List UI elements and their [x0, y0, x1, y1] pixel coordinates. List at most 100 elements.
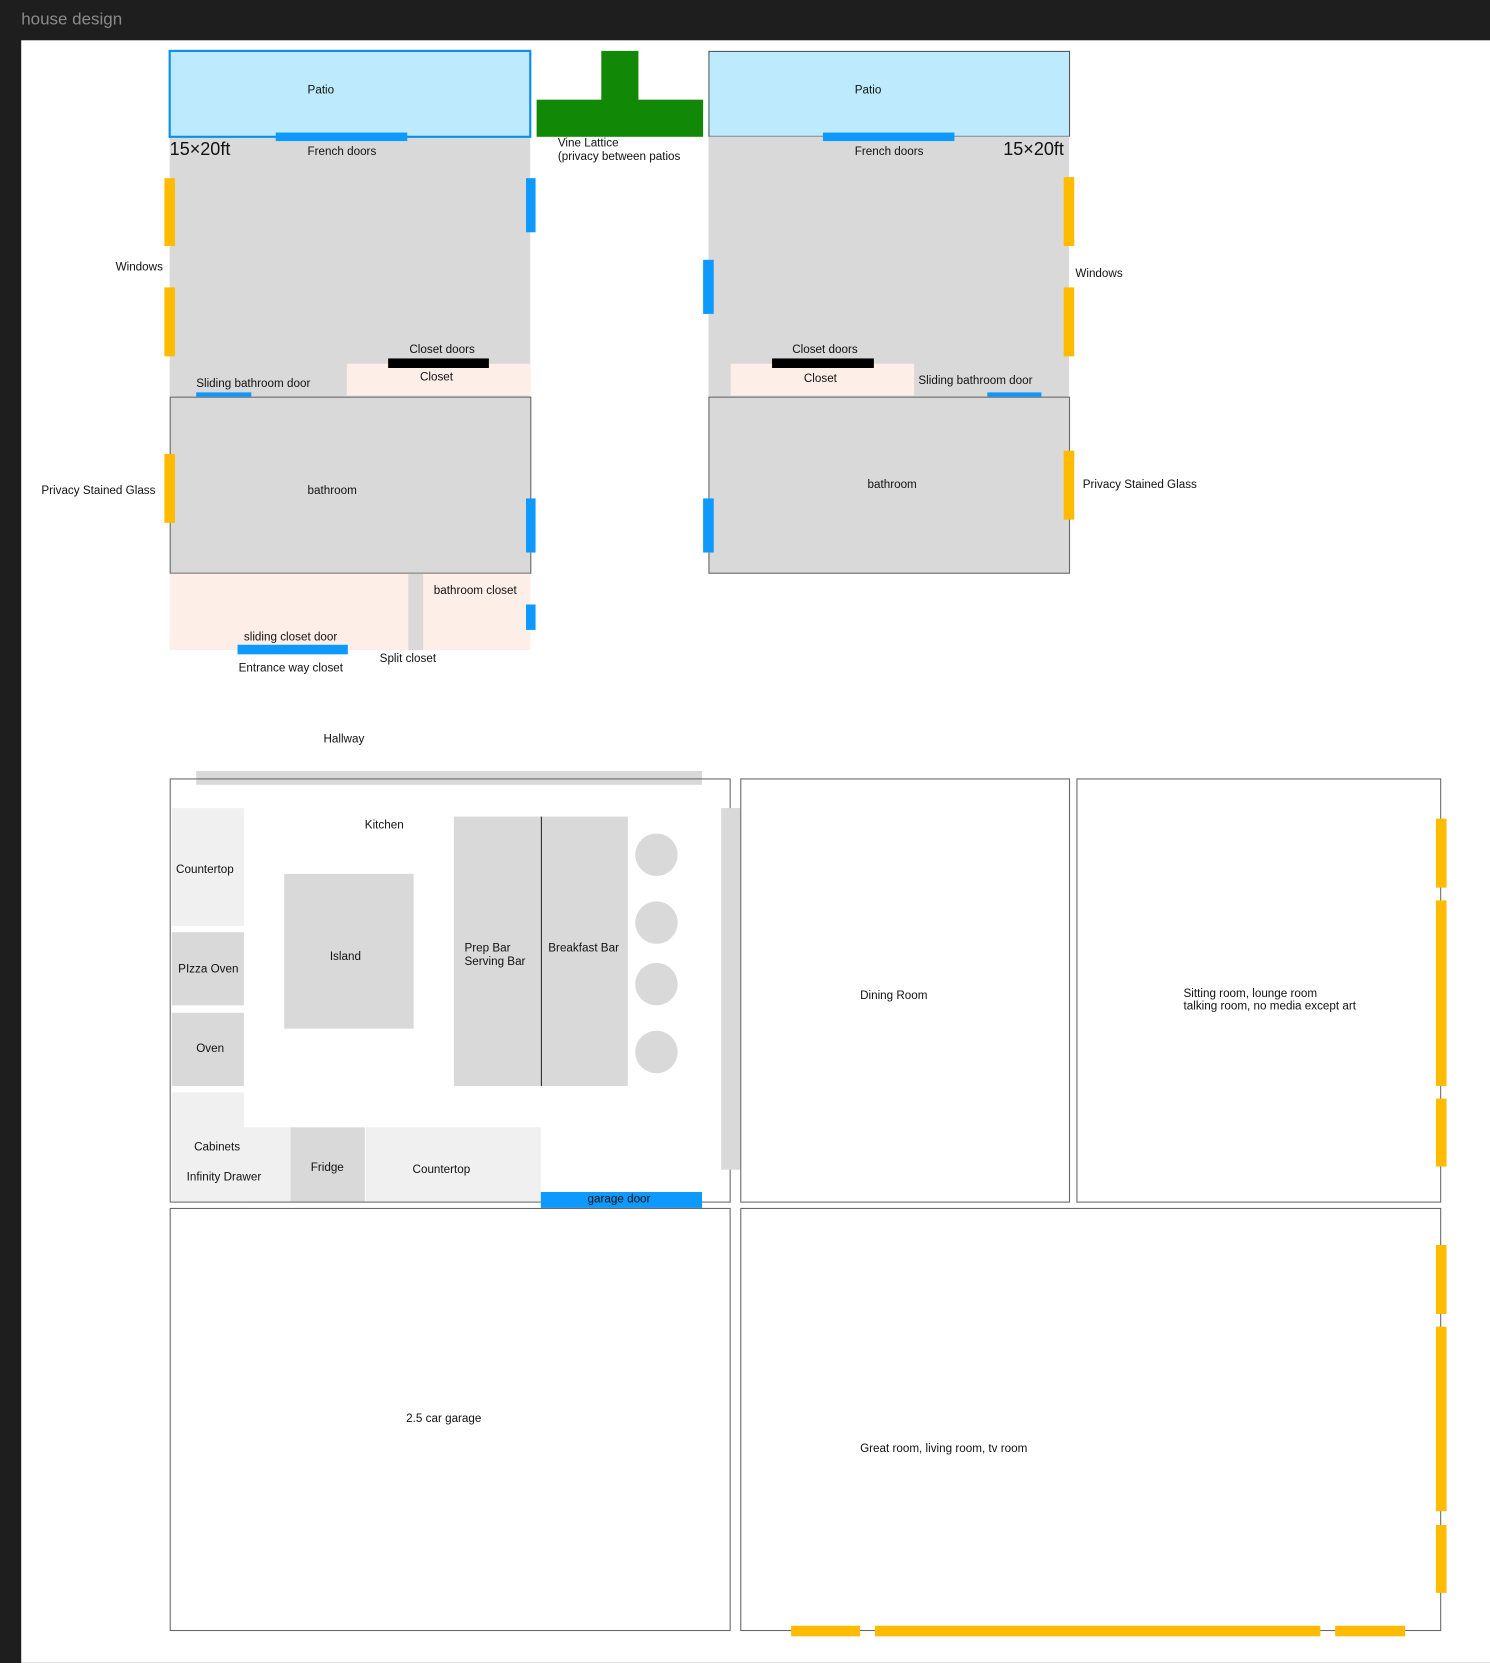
- great-window-bottom-2[interactable]: [874, 1625, 1321, 1637]
- right-closet-doors[interactable]: [772, 358, 874, 368]
- bathroom-closet-door[interactable]: [526, 604, 536, 630]
- great-room[interactable]: [740, 1207, 1442, 1632]
- split-closet-label: Split closet: [379, 652, 437, 665]
- sliding-closet-door[interactable]: [237, 644, 348, 655]
- left-windows-label: Windows: [115, 260, 163, 274]
- bar-stool[interactable]: [635, 901, 678, 944]
- lattice-label-2: (privacy between patios: [557, 150, 681, 164]
- countertop-left[interactable]: [171, 808, 244, 926]
- countertop-bottom[interactable]: [365, 1127, 541, 1202]
- garage-door-label: garage door: [587, 1193, 651, 1206]
- infinity-drawer-label: Infinity Drawer: [186, 1170, 262, 1184]
- pizza-oven-label: PIzza Oven: [178, 962, 239, 976]
- left-closet-label: Closet: [419, 371, 454, 384]
- sitting-window-2[interactable]: [1435, 900, 1447, 1086]
- left-bathroom[interactable]: [169, 396, 532, 574]
- sitting-room-label-2: talking room, no media except art: [1183, 1000, 1356, 1013]
- garage[interactable]: [169, 1207, 731, 1632]
- sliding-closet-door-label: sliding closet door: [243, 630, 338, 644]
- fridge[interactable]: [290, 1127, 365, 1202]
- cabinets-upper[interactable]: [171, 1092, 244, 1202]
- cabinets-label: Cabinets: [194, 1141, 241, 1154]
- fridge-label: Fridge: [310, 1161, 344, 1174]
- sitting-window-1[interactable]: [1435, 818, 1447, 888]
- right-closet-doors-label: Closet doors: [792, 343, 858, 357]
- left-bedroom[interactable]: [169, 136, 531, 397]
- right-bathroom[interactable]: [708, 396, 1071, 574]
- great-window-right-3[interactable]: [1435, 1524, 1447, 1593]
- great-window-right-1[interactable]: [1435, 1245, 1447, 1314]
- bathroom-closet-label: bathroom closet: [433, 584, 517, 598]
- right-closet-label: Closet: [803, 372, 837, 385]
- great-window-bottom-3[interactable]: [1335, 1625, 1406, 1637]
- right-closet[interactable]: [730, 363, 915, 396]
- bar-stool[interactable]: [635, 962, 678, 1006]
- right-patio-label: Patio: [854, 83, 882, 97]
- hallway-wall[interactable]: [196, 770, 703, 785]
- pizza-oven[interactable]: [171, 932, 244, 1006]
- left-french-doors[interactable]: [275, 132, 408, 142]
- oven[interactable]: [171, 1012, 244, 1086]
- right-bedroom[interactable]: [708, 136, 1069, 397]
- prep-bar-label: Prep Bar: [464, 941, 511, 955]
- breakfast-bar-label: Breakfast Bar: [548, 941, 619, 955]
- bar-stool[interactable]: [635, 1030, 678, 1074]
- great-room-label: Great room, living room, tv room: [860, 1442, 1028, 1456]
- left-patio-label: Patio: [307, 83, 335, 97]
- left-closet[interactable]: [346, 363, 531, 396]
- island[interactable]: [284, 873, 414, 1029]
- bar-stool[interactable]: [635, 833, 678, 876]
- left-french-doors-label: French doors: [307, 145, 377, 159]
- serving-bar-label: Serving Bar: [464, 955, 526, 969]
- right-patio[interactable]: [708, 50, 1071, 137]
- right-bathroom-label: bathroom: [867, 478, 917, 492]
- garage-door[interactable]: [540, 1192, 703, 1208]
- right-windows-label: Windows: [1075, 267, 1123, 280]
- bar-divider: [540, 816, 542, 1086]
- great-window-right-2[interactable]: [1435, 1326, 1447, 1512]
- countertop-bottom-label: Countertop: [412, 1163, 471, 1177]
- breakfast-bar[interactable]: [541, 816, 628, 1086]
- sitting-window-3[interactable]: [1435, 1098, 1447, 1167]
- right-sliding-bathroom-door-label: Sliding bathroom door: [918, 374, 1033, 388]
- garage-label: 2.5 car garage: [406, 1412, 482, 1426]
- app-title: house design: [21, 10, 123, 29]
- right-privacy-glass-label: Privacy Stained Glass: [1082, 478, 1197, 492]
- countertop-left-label: Countertop: [176, 863, 234, 876]
- vine-lattice-stem[interactable]: [601, 50, 639, 101]
- left-sliding-bathroom-door-label: Sliding bathroom door: [196, 377, 311, 391]
- dining-room[interactable]: [740, 778, 1071, 1203]
- hallway-label: Hallway: [323, 732, 365, 746]
- left-bedroom-door[interactable]: [526, 178, 536, 233]
- entrance-closet[interactable]: [169, 573, 531, 651]
- vine-lattice-bar[interactable]: [536, 99, 704, 137]
- left-size-label: 15×20ft: [169, 138, 231, 160]
- right-window-1[interactable]: [1063, 177, 1075, 247]
- right-privacy-glass[interactable]: [1063, 450, 1075, 520]
- left-closet-doors[interactable]: [388, 358, 489, 368]
- left-bathroom-label: bathroom: [307, 484, 357, 498]
- right-window-2[interactable]: [1063, 287, 1075, 357]
- left-window-2[interactable]: [164, 287, 175, 357]
- island-label: Island: [329, 950, 361, 963]
- right-bathroom-door[interactable]: [703, 498, 714, 553]
- cabinets[interactable]: [242, 1127, 291, 1202]
- entrance-closet-label: Entrance way closet: [238, 661, 344, 675]
- kitchen-label: Kitchen: [364, 818, 404, 832]
- prep-bar[interactable]: [453, 816, 541, 1086]
- split-closet-divider: [408, 573, 424, 651]
- right-french-doors-label: French doors: [854, 145, 924, 159]
- left-window-1[interactable]: [164, 178, 175, 247]
- kitchen-partition[interactable]: [721, 808, 741, 1170]
- left-patio[interactable]: [168, 49, 532, 138]
- oven-label: Oven: [196, 1042, 225, 1056]
- left-bathroom-door[interactable]: [526, 498, 536, 553]
- great-window-bottom-1[interactable]: [791, 1625, 861, 1637]
- right-size-label: 15×20ft: [1003, 138, 1064, 160]
- left-closet-doors-label: Closet doors: [409, 343, 475, 357]
- left-privacy-glass[interactable]: [164, 453, 175, 523]
- right-bedroom-door[interactable]: [703, 259, 714, 314]
- sitting-room-label-1: Sitting room, lounge room: [1183, 987, 1318, 1001]
- dining-room-label: Dining Room: [860, 989, 928, 1003]
- right-french-doors[interactable]: [822, 132, 955, 142]
